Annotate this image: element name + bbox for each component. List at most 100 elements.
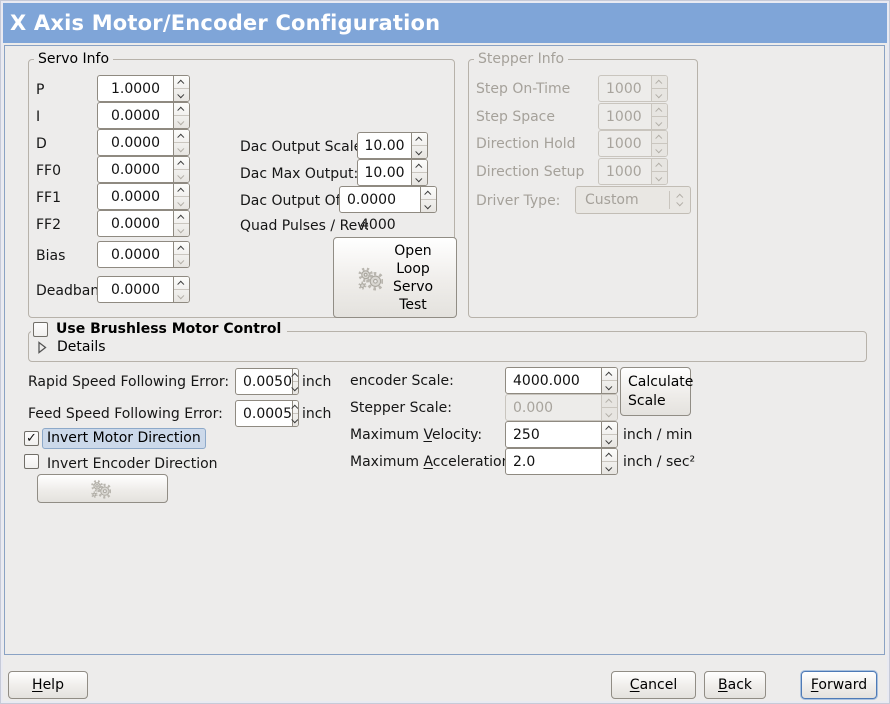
- dac-max-output-spinbox[interactable]: 10.00: [357, 159, 428, 186]
- bias-label: Bias: [36, 248, 66, 264]
- deadband-spinbox[interactable]: 0.0000: [97, 276, 190, 303]
- stepper-scale-spinbox: 0.000: [505, 394, 618, 421]
- brushless-group: Use Brushless Motor Control Details: [28, 321, 867, 362]
- expander-triangle-icon: [38, 340, 47, 354]
- content-area: [4, 45, 885, 655]
- spinner-buttons[interactable]: [291, 369, 298, 394]
- servo-info-group: Servo Info: [28, 51, 455, 318]
- use-brushless-checkbox[interactable]: [33, 321, 48, 337]
- dac-output-scale-value: 10.00: [364, 137, 405, 154]
- driver-type-dropdown: Custom: [575, 186, 691, 214]
- invert-motor-direction-label[interactable]: Invert Motor Direction: [42, 428, 206, 449]
- direction-hold-spinbox: 1000: [598, 130, 668, 157]
- spinner-buttons[interactable]: [173, 184, 189, 209]
- maximum-velocity-label: Maximum Velocity:: [350, 427, 483, 443]
- details-expander[interactable]: Details: [37, 339, 106, 355]
- ff1-spinbox[interactable]: 0.0000: [97, 183, 190, 210]
- dac-output-offset-value: 0.0000: [347, 191, 396, 208]
- rapid-following-error-label: Rapid Speed Following Error:: [28, 374, 230, 390]
- spinner-buttons[interactable]: [173, 130, 189, 155]
- dac-output-scale-spinbox[interactable]: 10.00: [357, 132, 428, 159]
- feed-following-error-spinbox[interactable]: 0.0005: [235, 400, 299, 427]
- stepper-info-group-title: Stepper Info: [474, 51, 569, 67]
- feed-following-error-value: 0.0005: [243, 405, 292, 422]
- bias-spinbox[interactable]: 0.0000: [97, 241, 190, 268]
- stepper-scale-value: 0.000: [513, 399, 554, 416]
- quad-pulses-label: Quad Pulses / Rev:: [240, 218, 370, 234]
- dac-max-output-label: Dac Max Output:: [240, 166, 359, 182]
- calculate-scale-label: Calculate Scale: [628, 373, 694, 409]
- spinner-buttons[interactable]: [601, 368, 617, 393]
- window-titlebar: X Axis Motor/Encoder Configuration: [2, 2, 888, 43]
- maximum-acceleration-label: Maximum Acceleration:: [350, 454, 516, 470]
- direction-setup-label: Direction Setup: [476, 164, 585, 180]
- p-label: P: [36, 82, 45, 98]
- maximum-acceleration-value: 2.0: [513, 453, 536, 470]
- feed-following-error-label: Feed Speed Following Error:: [28, 406, 223, 422]
- invert-encoder-direction-label[interactable]: Invert Encoder Direction: [47, 456, 218, 472]
- ff0-spinbox[interactable]: 0.0000: [97, 156, 190, 183]
- ff2-spinbox[interactable]: 0.0000: [97, 210, 190, 237]
- step-space-label: Step Space: [476, 109, 555, 125]
- open-loop-servo-test-label: Open Loop Servo Test: [392, 242, 434, 313]
- invert-motor-direction-checkbox[interactable]: [24, 431, 39, 446]
- ff1-label: FF1: [36, 190, 62, 206]
- back-button[interactable]: Back: [704, 671, 766, 699]
- servo-info-group-title: Servo Info: [34, 51, 114, 67]
- spinner-buttons[interactable]: [173, 242, 189, 267]
- quad-pulses-value: 4000: [360, 217, 396, 233]
- spinner-buttons[interactable]: [291, 401, 298, 426]
- help-button[interactable]: Help: [8, 671, 88, 699]
- spinner-buttons[interactable]: [173, 211, 189, 236]
- d-label: D: [36, 136, 47, 152]
- gears-icon: [90, 479, 111, 499]
- spinner-buttons[interactable]: [173, 76, 189, 101]
- rapid-following-error-spinbox[interactable]: 0.0050: [235, 368, 299, 395]
- help-button-label: Help: [32, 677, 64, 693]
- d-value: 0.0000: [111, 134, 160, 151]
- encoder-scale-value: 4000.000: [513, 372, 580, 389]
- details-label: Details: [57, 339, 106, 355]
- invert-encoder-direction-checkbox[interactable]: [24, 454, 39, 469]
- i-spinbox[interactable]: 0.0000: [97, 102, 190, 129]
- maximum-acceleration-spinbox[interactable]: 2.0: [505, 448, 618, 475]
- ff0-label: FF0: [36, 163, 62, 179]
- i-value: 0.0000: [111, 107, 160, 124]
- step-on-time-label: Step On-Time: [476, 81, 571, 97]
- spinner-buttons[interactable]: [601, 422, 617, 447]
- step-on-time-spinbox: 1000: [598, 75, 668, 102]
- direction-hold-value: 1000: [606, 135, 642, 152]
- spinner-buttons[interactable]: [411, 160, 427, 185]
- encoder-scale-spinbox[interactable]: 4000.000: [505, 367, 618, 394]
- direction-setup-spinbox: 1000: [598, 158, 668, 185]
- ff0-value: 0.0000: [111, 161, 160, 178]
- spinner-buttons[interactable]: [173, 103, 189, 128]
- test-tune-axis-button[interactable]: [37, 474, 168, 503]
- spinner-buttons: [651, 159, 667, 184]
- deadband-value: 0.0000: [111, 281, 160, 298]
- spinner-buttons[interactable]: [601, 449, 617, 474]
- ff1-value: 0.0000: [111, 188, 160, 205]
- p-spinbox[interactable]: 1.0000: [97, 75, 190, 102]
- maximum-acceleration-unit: inch / sec²: [623, 454, 696, 470]
- step-space-value: 1000: [606, 108, 642, 125]
- d-spinbox[interactable]: 0.0000: [97, 129, 190, 156]
- spinner-buttons[interactable]: [411, 133, 427, 158]
- open-loop-servo-test-button[interactable]: Open Loop Servo Test: [333, 237, 457, 318]
- spinner-buttons: [601, 395, 617, 420]
- combo-arrows-icon: [670, 193, 690, 207]
- cancel-button[interactable]: Cancel: [611, 671, 696, 699]
- encoder-scale-label: encoder Scale:: [350, 373, 454, 389]
- deadband-label: Deadband: [36, 283, 109, 299]
- spinner-buttons[interactable]: [173, 157, 189, 182]
- forward-button-label: Forward: [810, 677, 868, 693]
- spinner-buttons[interactable]: [173, 277, 189, 302]
- spinner-buttons[interactable]: [420, 187, 436, 212]
- step-on-time-value: 1000: [606, 80, 642, 97]
- forward-button[interactable]: Forward: [801, 671, 877, 699]
- calculate-scale-button[interactable]: Calculate Scale: [620, 367, 694, 416]
- dac-output-offset-spinbox[interactable]: 0.0000: [339, 186, 437, 213]
- maximum-velocity-value: 250: [513, 426, 540, 443]
- maximum-velocity-spinbox[interactable]: 250: [505, 421, 618, 448]
